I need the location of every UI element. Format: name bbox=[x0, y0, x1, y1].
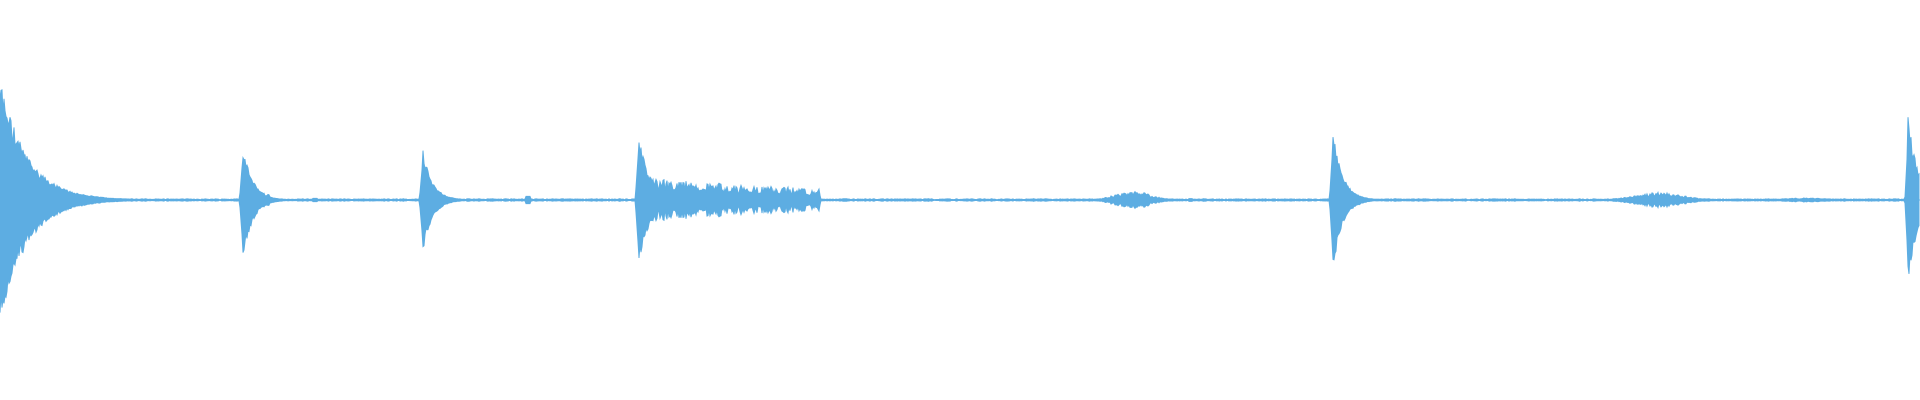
waveform-signal bbox=[0, 89, 1920, 313]
